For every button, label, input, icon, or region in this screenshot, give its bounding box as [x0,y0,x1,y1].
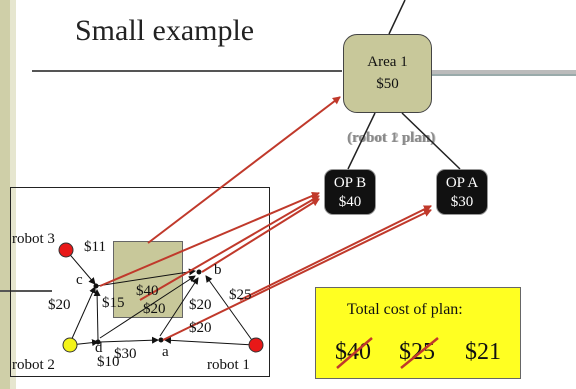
cost-c-d: $15 [102,295,125,311]
slide-accent-bar-light [10,0,16,389]
op-b-cost: $40 [338,194,362,210]
area-1-cost: $50 [376,76,399,92]
title-rule-right [432,70,576,74]
cost-r2-d: $10 [97,354,120,370]
robot-1-label: robot 1 [207,357,250,373]
slide-accent-bar [0,0,10,389]
edge-d-b [99,275,196,339]
plan-label: (robot 1 plan) (robot 2 plan) [347,130,437,147]
edge-r1-a [164,336,255,346]
tree-edge-opb [347,112,376,170]
cost-r2-c: $20 [48,297,71,313]
edge-c-b [96,268,196,287]
cost-area-top: $40 [136,283,159,299]
op-a-name: OP A [445,175,479,191]
tree-edge-parent [388,0,406,35]
title-rule-right-shadow [432,74,576,76]
robot-1-icon [248,337,264,353]
title-rule [32,70,342,72]
strike-cost-2 [400,337,439,369]
map-edges [65,249,255,347]
total-cost-title: Total cost of plan: [347,301,463,318]
op-b-node: OP B $40 [324,169,376,215]
op-b-name: OP B [333,175,367,191]
robot-2-icon [62,337,78,353]
plan-label-text: (robot 1 plan) [347,130,436,146]
node-d-label: d [95,340,103,356]
op-a-node: OP A $30 [436,169,488,215]
node-c-label: c [76,272,83,288]
side-rule [0,290,52,292]
arrow-r1-to-opa [239,205,432,301]
tree-edge-opa [401,112,461,170]
edge-d-c [93,289,101,341]
cost-b-mid: $20 [189,297,212,313]
edge-r2-c [69,286,96,344]
map-frame [10,187,270,377]
op-a-cost: $30 [450,194,474,210]
cost-value-3: $21 [465,339,501,365]
arrow-c-to-opb [99,192,320,287]
arrow-a-to-opa [162,209,432,341]
cost-value-2: $25 [399,339,435,365]
cost-d-a: $30 [114,346,137,362]
node-b-label: b [214,262,222,278]
node-c [93,283,99,289]
plan-arrows [99,96,432,341]
total-cost-box [315,287,521,379]
edge-r1-b [205,275,255,344]
node-d [95,339,101,345]
node-a-label: a [162,344,169,360]
cost-r3-c: $11 [84,239,106,255]
cost-a-lower: $20 [189,320,212,336]
node-a [158,337,164,343]
strike-cost-1 [336,337,373,369]
arrow-area-to-area1 [147,96,341,244]
area-1-name: Area 1 [367,54,408,70]
edge-d-a [99,336,159,344]
slide-title: Small example [75,14,255,47]
area-1-region [113,241,183,318]
robot-3-icon [58,242,74,258]
arrow-area-to-opb [139,195,320,301]
robot-3-label: robot 3 [12,231,55,247]
edge-a-b [159,277,199,337]
cost-b-r1: $25 [229,287,252,303]
cost-area-bottom: $20 [143,301,166,317]
plan-label-overlay: (robot 2 plan) [348,130,437,146]
area-1-node: Area 1 $50 [343,34,432,113]
robot-2-label: robot 2 [12,357,55,373]
node-b [196,269,202,275]
arrow-b-to-opb [201,198,320,273]
